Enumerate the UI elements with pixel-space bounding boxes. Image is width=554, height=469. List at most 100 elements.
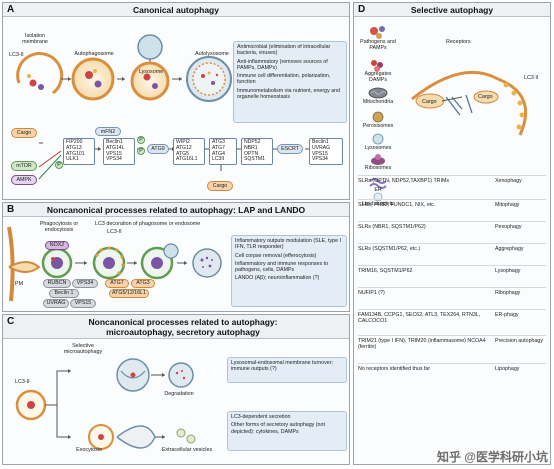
panel-a: A Canonical autophagy	[2, 2, 350, 200]
function-item: Immune cell differentiation, polarizatio…	[237, 73, 331, 86]
phospho-marker: P	[55, 161, 63, 169]
canonical-autophagy-illustration	[16, 34, 232, 102]
phospho-marker: P	[137, 147, 145, 155]
label-isolation-membrane: Isolation membrane	[22, 33, 48, 46]
label-lc3ii-a: LC3-II	[9, 52, 24, 58]
atg5-pill: ATG5/12/16L1	[109, 289, 149, 298]
beclin-pill: Beclin 1	[49, 289, 79, 298]
legend-label: Peroxisomes	[362, 123, 394, 129]
lap-illustration	[7, 226, 222, 302]
table-row: No receptors identified thus far Lipopha…	[358, 363, 546, 385]
watermark: 知乎 @医学科研小坑	[436, 450, 548, 464]
atg-complex: ATG3 ATG7 ATG4 LC3II	[209, 138, 237, 166]
cargo-pill-bottom: Cargo	[207, 181, 233, 191]
panel-d-title: Selective autophagy	[410, 5, 494, 15]
mfn2-pill: mFN2	[95, 127, 121, 136]
function-item: Other forms of secretory autophagy (not …	[231, 422, 325, 435]
panel-c-title-line2: microautophagy, secretory autophagy	[106, 327, 260, 337]
panel-b-letter: B	[7, 204, 15, 215]
vps34-pill: VPS34	[72, 279, 98, 288]
legend-label: Mitochondria	[362, 99, 394, 105]
vps15-pill: VPS15	[70, 299, 96, 308]
receptor-diagram	[411, 70, 528, 136]
label-ev: Extracellular vesicles	[161, 447, 213, 453]
cargo-pill-top: Cargo	[11, 128, 37, 138]
legend-label: Lysosomes	[364, 145, 392, 151]
phospho-marker: P	[137, 136, 145, 144]
legend-label: Aggregates DAMPs	[364, 71, 392, 83]
label-pm: PM	[15, 281, 24, 287]
cargo-mark-2	[38, 84, 44, 90]
secretory-functions-box: LC3-dependent secretion Other forms of s…	[227, 411, 347, 451]
panel-a-letter: A	[7, 4, 15, 15]
label-autophagosome: Autophagosome	[74, 51, 114, 57]
atg9-pill: ATG9	[147, 144, 169, 154]
lipid-droplet-icon	[373, 192, 383, 201]
label-lysosome: Lysosome	[138, 69, 164, 75]
receptor-complex: NDP52 NBR1 OPTN SQSTM1	[241, 138, 273, 166]
panel-d: D Selective autophagy Pathogens and PAMP…	[353, 2, 551, 465]
function-item: Immunometabolism via nutrient, energy an…	[237, 87, 341, 101]
mtor-pill: mTOR	[11, 161, 37, 171]
cargo-legend-icons	[368, 26, 388, 201]
nox2-pill: NOX2	[45, 241, 69, 250]
table-row: TRIM21 (type I IFN), TRIM20 (inflammasom…	[358, 335, 546, 363]
legend-label: Ribosomes	[364, 165, 392, 171]
panel-d-letter: D	[358, 4, 366, 15]
label-exocytosis: Exocytosis	[76, 447, 102, 453]
table-row: SLRs (OPTN, NDP52,TAXBP1) TRIMs Xenophag…	[358, 175, 546, 199]
label-lc3ii-b: LC3-II	[107, 229, 122, 235]
table-row: SLRs (SQSTM1/P62, etc.) Aggrephagy	[358, 243, 546, 265]
table-row: SLRs (NBR1, SQSTM1/P62) Pexophagy	[358, 221, 546, 243]
micro-functions-box: Lysosomal-endosomal membrane turnover; i…	[227, 357, 347, 383]
function-item: Antimicrobial (elimination of intracellu…	[237, 44, 331, 57]
aggregate-icon	[371, 60, 383, 72]
er-icon	[369, 178, 387, 189]
label-phagocytosis: Phagocytosis or endocytosis	[39, 221, 79, 234]
mitochondria-icon	[368, 87, 388, 99]
selective-autophagy-table: SLRs (OPTN, NDP52,TAXBP1) TRIMs Xenophag…	[354, 175, 550, 425]
ribosome-icon	[371, 154, 385, 165]
atg3-pill: ATG3	[131, 279, 155, 288]
panel-c-letter: C	[7, 316, 15, 327]
function-item: LANDO (Aβ); neuroinflammation (?)	[235, 275, 320, 282]
peroxisome-icon	[372, 111, 384, 123]
function-item: Inflammatory outputs modulation (SLE, ty…	[235, 238, 341, 251]
rubcn-pill: RUBCN	[43, 279, 71, 288]
panel-c: C Noncanonical processes related to auto…	[2, 314, 350, 465]
legend-label: ER	[374, 187, 382, 193]
label-lc3-decoration: LC3 decoration of phagosome or endosome	[95, 221, 201, 227]
panel-b-title: Noncanonical processes related to autoph…	[46, 205, 306, 215]
panel-b: B Noncanonical processes related to auto…	[2, 202, 350, 312]
panel-c-title-line1: Noncanonical processes related to autoph…	[88, 317, 278, 327]
label-cargo-d1: Cargo	[422, 99, 437, 105]
uvrag-complex: Beclin1 UVRAG VPS15 VPS34	[309, 138, 343, 166]
function-item: Inflammatory and immune responses to pat…	[235, 260, 329, 274]
label-cargo-d2: Cargo	[478, 94, 493, 100]
wipi-complex: WIPI2 ATG12 ATG5 ATG16L1	[173, 138, 205, 166]
ampk-pill: AMPK	[11, 175, 37, 185]
uvrag-pill: UVRAG	[43, 299, 69, 308]
table-row: SLRs, PHB2, FUNDC1, NIX, etc. Mitophagy	[358, 199, 546, 221]
function-item: Lysosomal-endosomal membrane turnover; i…	[231, 360, 333, 373]
legend-label: Pathogens and PAMPs	[360, 39, 396, 51]
lap-functions-box: Inflammatory outputs modulation (SLE, ty…	[231, 235, 347, 307]
ulk-complex: FIP200 ATG13 ATG101 ULK1	[63, 138, 95, 166]
micro-secretory-illustration	[15, 358, 196, 450]
pathogen-icon	[370, 26, 385, 39]
label-receptors: Receptors	[446, 39, 471, 45]
escrt-pill: ESCRT	[277, 144, 303, 154]
label-lc3ii-d: LC3 II	[524, 75, 539, 81]
atg7-pill: ATG7	[105, 279, 129, 288]
legend-label: Lipid droplets	[362, 201, 394, 207]
label-degradation: Degradation	[164, 391, 194, 397]
label-selective-micro: Selective microautophagy	[63, 343, 103, 356]
table-row: FAM134B, CCPG1, SEC62, ATL3, TEX264, RTN…	[358, 309, 546, 335]
table-row: TRIM16, SQSTM1/P62 Lysophagy	[358, 265, 546, 287]
function-item: Cell corpse removal (efferocytosis)	[235, 252, 317, 259]
label-autolysosome: Autolysosome	[195, 51, 229, 57]
panel-a-title: Canonical autophagy	[133, 5, 219, 15]
function-item: LC3-dependent secretion	[231, 414, 291, 420]
table-row: NUFIP1 (?) Ribophagy	[358, 287, 546, 309]
function-item: Anti-inflammatory (removes sources of PA…	[237, 58, 328, 71]
